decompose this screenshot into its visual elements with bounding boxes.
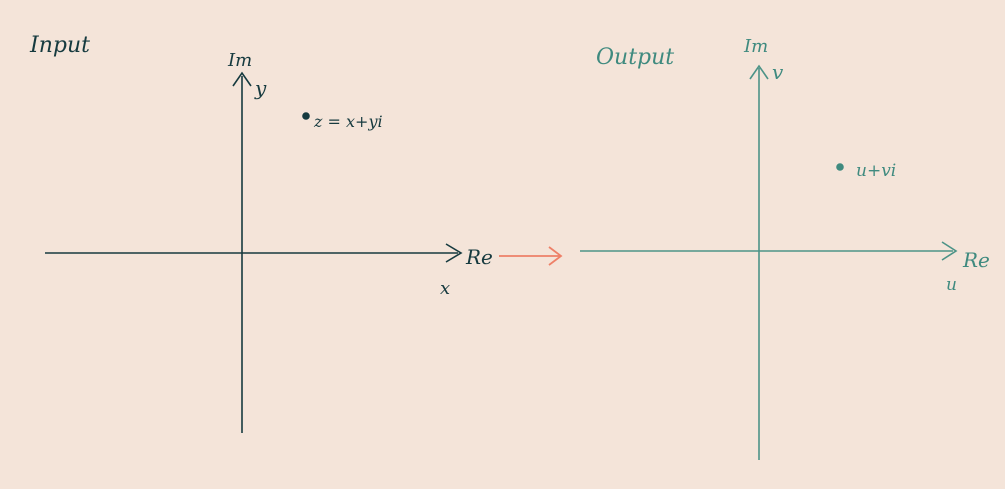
- input-real-axis-var: x: [440, 278, 450, 299]
- output-imag-axis-var: v: [772, 60, 784, 84]
- output-plane: Output Im v Re u u+vi: [580, 36, 990, 460]
- input-imag-axis-arrowhead: [232, 71, 252, 87]
- input-title: Input: [29, 33, 90, 58]
- output-imag-axis-label: Im: [743, 36, 768, 57]
- output-real-axis-arrowhead: [941, 241, 958, 261]
- input-real-axis-arrowhead: [445, 243, 463, 263]
- input-real-axis-label: Re: [465, 245, 493, 269]
- input-plane: Input Im y Re x z = x+yi: [29, 33, 493, 433]
- output-title: Output: [596, 45, 674, 70]
- input-point-label: z = x+yi: [313, 112, 383, 131]
- input-point: [302, 112, 310, 120]
- output-point-label: u+vi: [856, 161, 896, 181]
- output-real-axis-label: Re: [962, 248, 990, 272]
- output-real-axis-var: u: [946, 275, 957, 295]
- input-imag-axis-label: Im: [227, 50, 252, 71]
- input-imag-axis-var: y: [254, 76, 267, 100]
- right-arrow-icon: [499, 246, 563, 266]
- output-point: [836, 163, 844, 171]
- output-imag-axis-arrowhead: [749, 64, 769, 80]
